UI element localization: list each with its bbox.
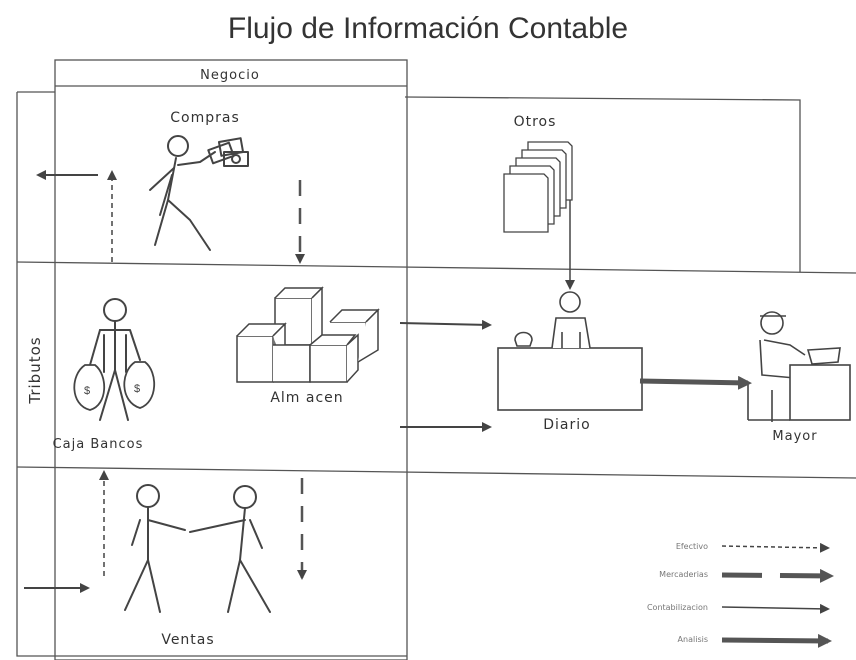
page-title: Flujo de Información Contable — [227, 12, 629, 45]
cashier-figure-icon — [89, 298, 141, 421]
tributos-label: Tributos — [26, 336, 44, 404]
tributos-frame — [16, 91, 407, 657]
section-dividers — [16, 96, 856, 479]
svg-text:$: $ — [84, 385, 90, 397]
negocio-label: Negocio — [200, 68, 260, 83]
legend-label-contabilizacion: Contabilizacion — [647, 603, 708, 612]
legend-label-mercaderias: Mercaderias — [659, 570, 708, 579]
flow-arrows — [24, 170, 752, 593]
legend-item-mercaderias: Mercaderias — [659, 568, 834, 583]
money-bundle-icon — [207, 137, 249, 167]
analyst-computer-icon — [747, 311, 851, 422]
legend-label-analisis: Analisis — [678, 635, 708, 644]
negocio-frame — [54, 59, 408, 660]
mayor-label: Mayor — [772, 429, 817, 444]
caja-bancos-label: Caja Bancos — [53, 437, 144, 452]
sales-handshake-icon — [124, 484, 271, 613]
money-bags-icon: $ $ — [73, 361, 156, 411]
otros-label: Otros — [514, 114, 557, 130]
legend-item-efectivo: Efectivo — [676, 542, 830, 553]
legend: Efectivo Mercaderias Contabilizacion Ana… — [647, 542, 834, 648]
documents-stack-icon — [503, 141, 573, 233]
clerk-desk-icon — [497, 291, 643, 411]
buyer-figure-icon — [149, 135, 216, 251]
legend-label-efectivo: Efectivo — [676, 542, 708, 551]
almacen-label: Alm acen — [270, 390, 343, 406]
svg-text:$: $ — [134, 383, 140, 395]
legend-item-analisis: Analisis — [678, 633, 832, 648]
ventas-label: Ventas — [161, 632, 214, 648]
diario-label: Diario — [543, 417, 590, 433]
warehouse-boxes-icon — [236, 286, 380, 383]
legend-item-contabilizacion: Contabilizacion — [647, 603, 830, 614]
compras-label: Compras — [170, 110, 240, 126]
